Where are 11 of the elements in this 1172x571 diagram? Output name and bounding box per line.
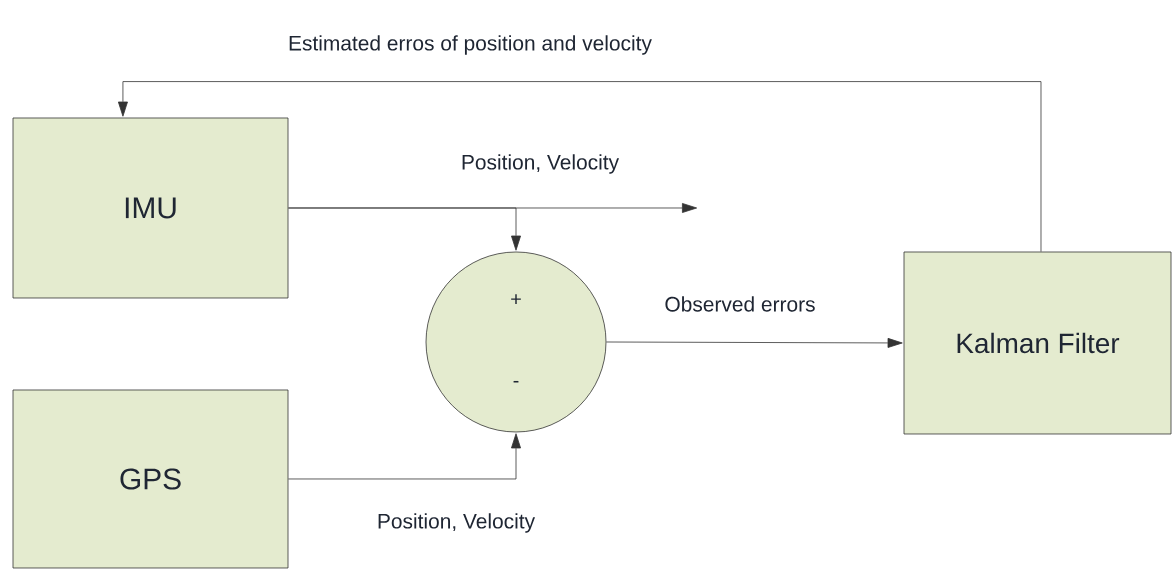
arrow bbox=[288, 433, 521, 480]
arrow bbox=[288, 207, 521, 251]
edge-label: Estimated erros of position and velocity bbox=[287, 34, 653, 56]
process-box: GPS bbox=[12, 389, 289, 569]
arrow bbox=[117, 81, 1042, 252]
process-box: Kalman Filter bbox=[903, 251, 1172, 435]
edge-label: Position, Velocity bbox=[459, 153, 621, 175]
edge-label: Position, Velocity bbox=[375, 512, 537, 534]
arrow bbox=[606, 337, 903, 348]
process-box: IMU bbox=[12, 117, 289, 299]
edge-label: Observed errors bbox=[663, 295, 817, 313]
